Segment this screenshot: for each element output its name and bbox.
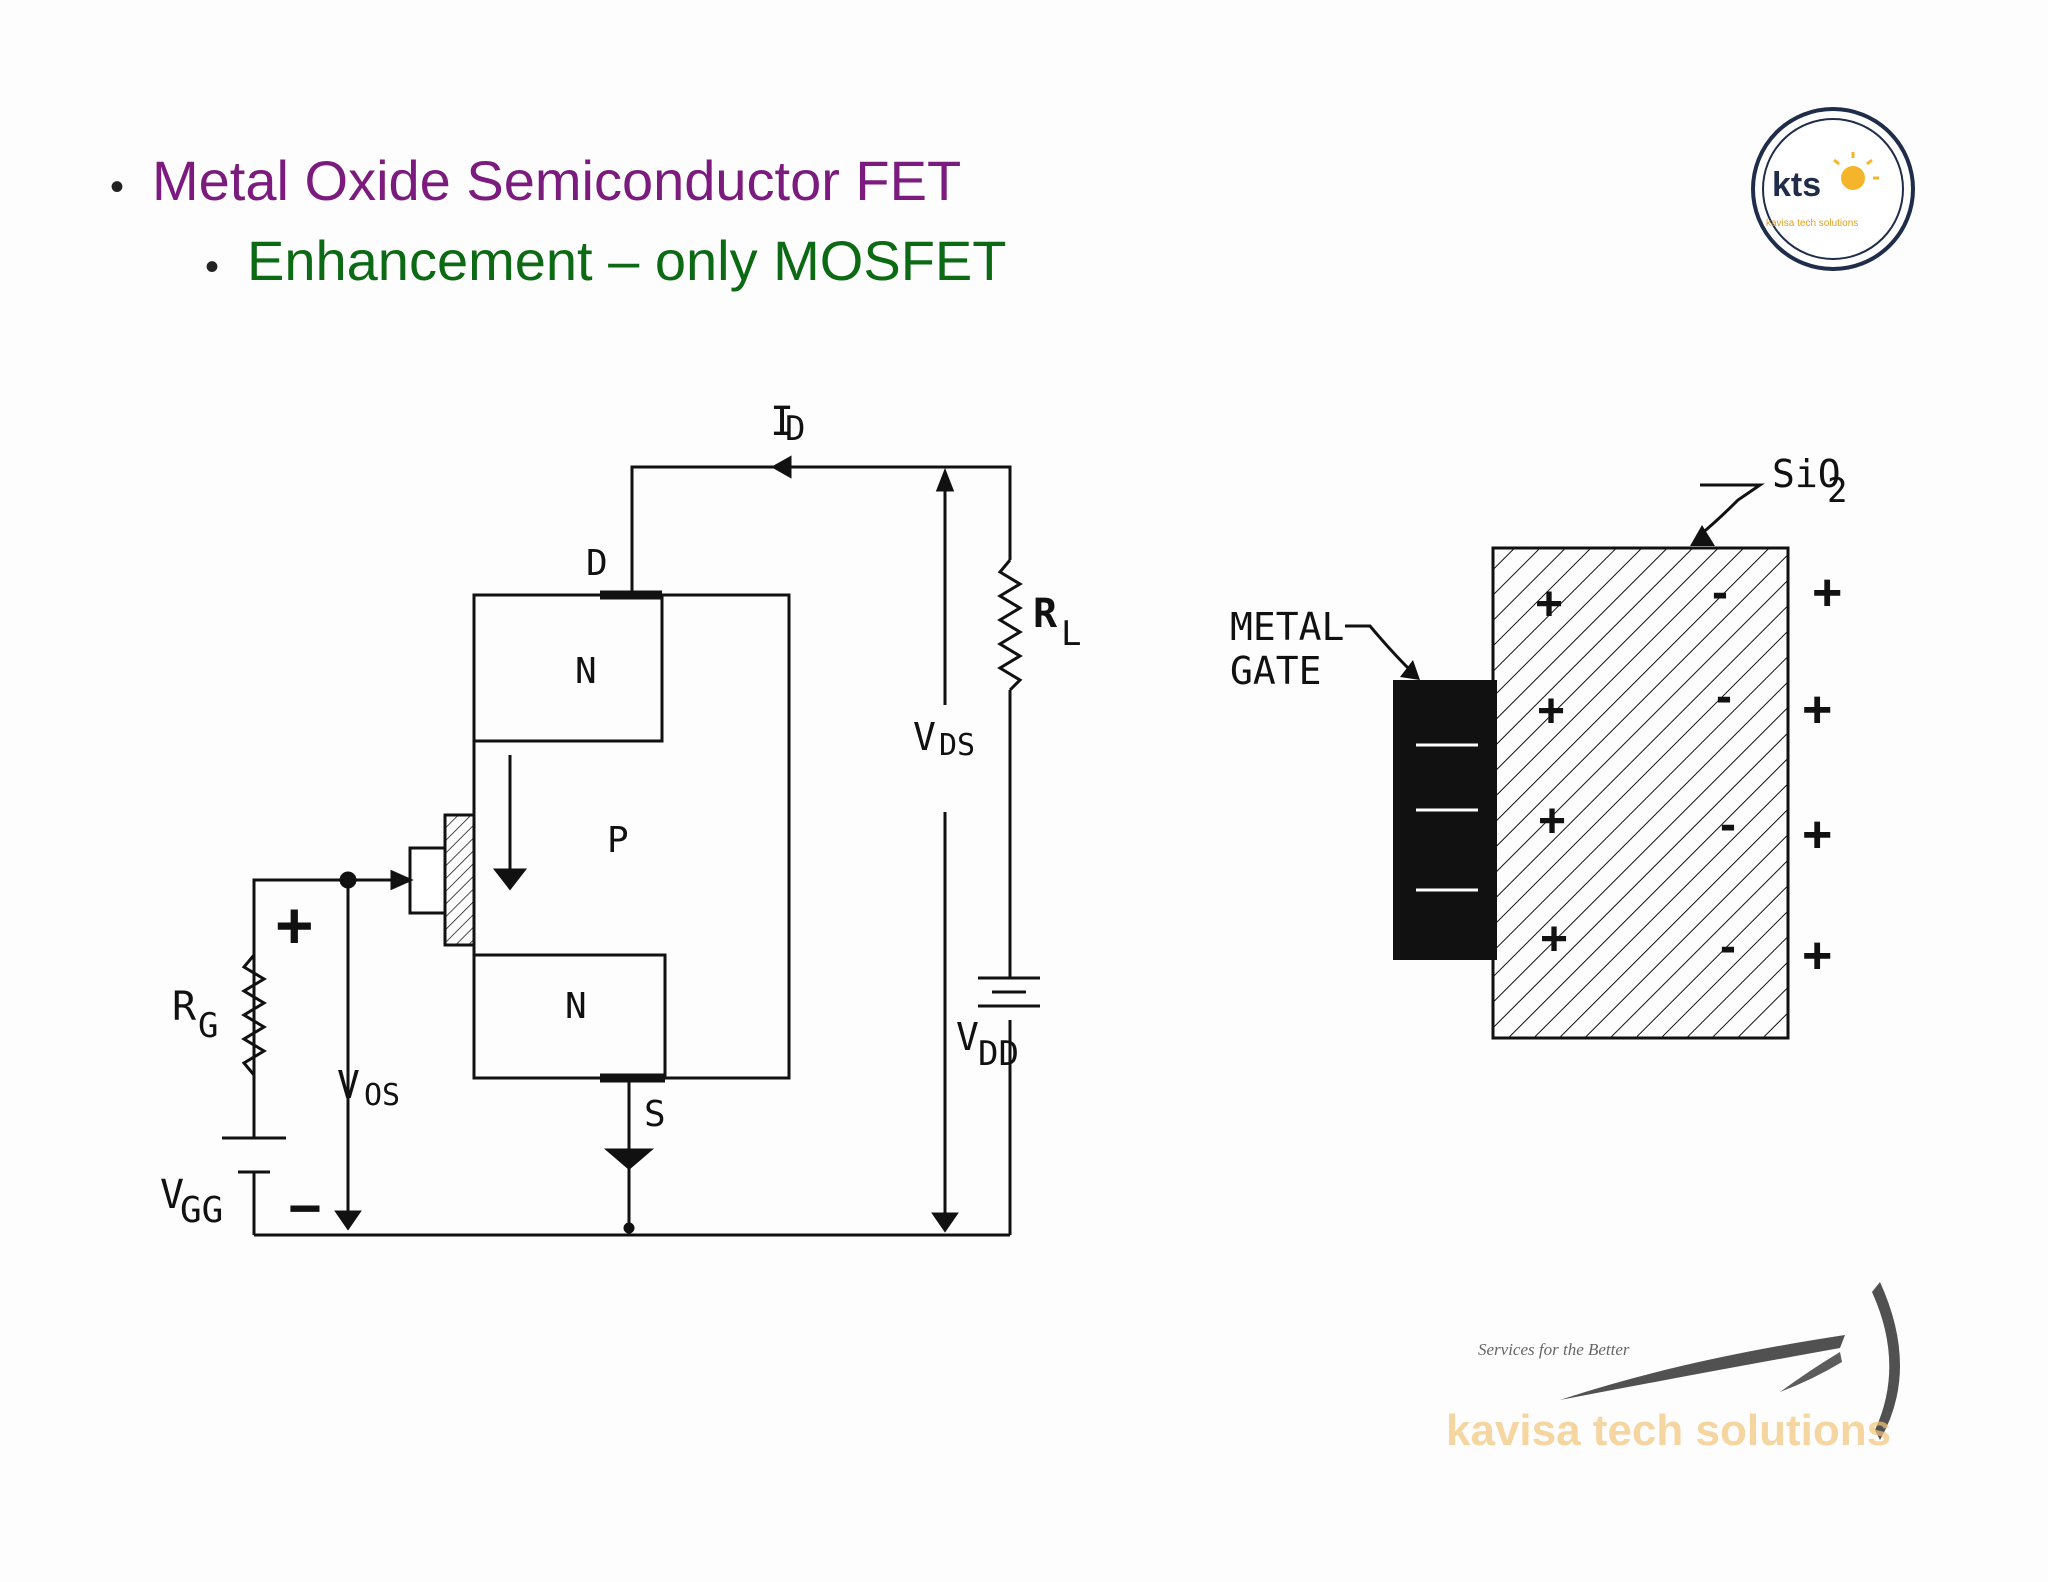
p-region-label: P [607, 820, 629, 861]
swoosh-icon [1560, 1335, 1845, 1400]
plus-sign: + [1802, 927, 1832, 985]
oxide-leader [1699, 483, 1765, 537]
arrow-down-icon [492, 868, 528, 891]
metal-gate-label-1: METAL [1230, 605, 1344, 649]
plus-sign: + [1802, 806, 1832, 864]
minus-sign: − [288, 1176, 322, 1241]
upper-n-label: N [575, 651, 597, 692]
footer-name: kavisa tech solutions [1446, 1406, 1891, 1455]
current-arrow-icon [770, 455, 792, 479]
charge-signs: + + + + - - - - + + + + [1535, 564, 1842, 985]
source-label: S [644, 1094, 666, 1135]
oxide-label: SiO [1772, 452, 1841, 496]
minus-sign: - [1720, 798, 1736, 851]
oxide-sub: 2 [1827, 471, 1847, 511]
gate-oxide [443, 813, 476, 947]
bullet-dot: • [205, 245, 220, 289]
bullet-dot: • [110, 165, 125, 209]
vds-label: V [913, 715, 936, 759]
drain-label: D [586, 543, 608, 584]
drain-wire [630, 465, 1012, 595]
drain-current-sub: D [785, 409, 805, 449]
vdd-sub: DD [978, 1034, 1019, 1074]
source-arrow-icon [603, 1148, 655, 1170]
junction [623, 1222, 635, 1234]
gate-detail-labels: SiO 2 METAL GATE [1230, 452, 1847, 693]
plus-sign: + [1537, 685, 1565, 738]
arrow-icon [1400, 660, 1420, 680]
minus-sign: - [1716, 670, 1732, 723]
gate-arrow-icon [390, 869, 414, 891]
source-n-region [472, 953, 667, 1080]
gate-resistor-sub: G [198, 1006, 218, 1046]
arrow-up-icon [935, 467, 955, 492]
bullet-text: Enhancement – only MOSFET [247, 229, 1007, 292]
gate-resistor [241, 954, 267, 1076]
minus-sign: - [1720, 920, 1736, 973]
vgs-label: V [337, 1063, 360, 1107]
gate-electrode [408, 846, 447, 915]
gate-detail-diagram [1345, 483, 1790, 1040]
plus-sign: + [275, 888, 314, 962]
circuit-labels: I D D N P N S R L V DS V DD R G V OS V G… [160, 399, 1081, 1241]
bullet-enhancement: • Enhancement – only MOSFET [205, 228, 1006, 293]
mosfet-circuit [222, 455, 1040, 1237]
gate-resistor-label: R [172, 984, 197, 1030]
gate-leader [1345, 624, 1412, 672]
arrow-down-icon [334, 1210, 362, 1231]
arrow-down-icon [931, 1212, 959, 1233]
vdd-label: V [956, 1015, 979, 1059]
drain-current-label: I [770, 399, 794, 445]
metal-gate-label-2: GATE [1230, 649, 1322, 693]
vgs-sub: OS [364, 1078, 400, 1113]
plus-sign: + [1540, 913, 1568, 966]
drain-n-region [472, 593, 664, 743]
vgg-label: V [160, 1172, 184, 1218]
footer-tagline: Services for the Better [1478, 1340, 1630, 1359]
metal-gate-plate [1393, 680, 1497, 960]
vgg-sub: GG [180, 1190, 223, 1231]
gate-charges [1416, 743, 1478, 892]
junction [339, 871, 357, 889]
lower-n-label: N [565, 986, 587, 1027]
plus-sign: + [1802, 681, 1832, 739]
plus-sign: + [1535, 578, 1563, 631]
vds-sub: DS [939, 728, 975, 763]
bullet-text: Metal Oxide Semiconductor FET [152, 149, 962, 212]
kavisa-footer-logo: Services for the Better kavisa tech solu… [1446, 1282, 1900, 1455]
minus-sign: - [1712, 566, 1728, 619]
mosfet-body [472, 593, 791, 1080]
kts-badge-logo: kts kavisa tech solutions [1751, 107, 1915, 271]
plus-sign: + [1538, 795, 1566, 848]
load-resistor-label: R [1033, 591, 1058, 637]
arrow-icon [1690, 525, 1715, 546]
plus-sign: + [1812, 564, 1842, 622]
badge-tagline: kavisa tech solutions [1766, 218, 1858, 229]
badge-text: kts [1772, 166, 1821, 204]
load-resistor-sub: L [1061, 614, 1081, 654]
load-resistor [997, 559, 1023, 692]
bullet-metal-oxide: • Metal Oxide Semiconductor FET [110, 148, 961, 213]
